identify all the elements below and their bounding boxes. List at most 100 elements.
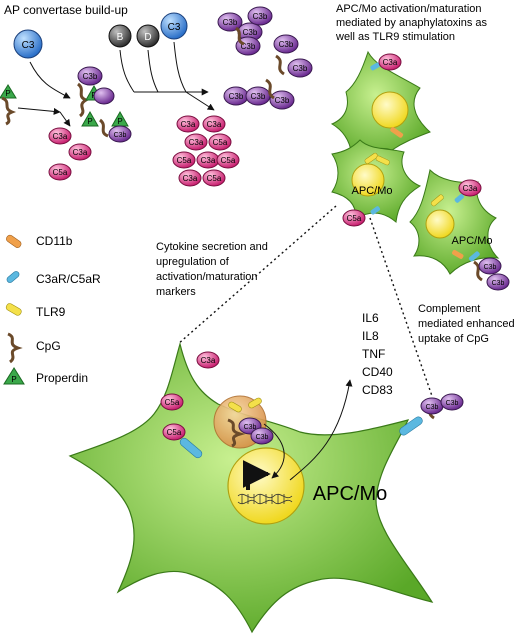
svg-text:C3a: C3a — [73, 148, 88, 157]
signal-arrow — [263, 423, 285, 479]
svg-text:C3: C3 — [168, 22, 181, 33]
legend: CD11b C3aR/C5aR TLR9 CpG P Properdin — [3, 234, 101, 385]
cpg-icon — [1, 96, 17, 126]
svg-text:C3: C3 — [22, 40, 35, 51]
c3-molecule: C3 — [160, 12, 188, 40]
svg-text:C3a: C3a — [463, 184, 478, 193]
svg-text:C3a: C3a — [189, 138, 204, 147]
svg-text:C5a: C5a — [207, 174, 222, 183]
apc-cell-right: APC/Mo C3a C3b C3b — [409, 168, 510, 291]
svg-text:C3b: C3b — [83, 72, 98, 81]
c5a-molecule: C5a — [160, 393, 184, 411]
svg-text:C5a: C5a — [213, 138, 228, 147]
svg-text:APC/Mo activation/maturation: APC/Mo activation/maturation — [336, 3, 482, 15]
svg-text:C3a: C3a — [53, 132, 68, 141]
anaphylatoxin-cluster: C3a C3a C3a C5a C5a C3a C5a C3a C5a — [172, 115, 240, 187]
svg-text:C3b: C3b — [114, 132, 127, 139]
complement-annotation: Complement mediated enhanced uptake of C… — [418, 303, 515, 345]
convertase-arrow — [17, 107, 61, 115]
svg-text:C3b: C3b — [223, 18, 238, 27]
nucleus — [227, 447, 305, 525]
c3b-cluster: C3b C3b C3b C3b C3b C3b C3b C3b C3b — [217, 6, 313, 110]
svg-text:C3b: C3b — [293, 64, 308, 73]
svg-text:C3b: C3b — [241, 42, 256, 51]
svg-text:C3b: C3b — [275, 96, 290, 105]
secretion-arrow — [289, 379, 353, 481]
svg-text:P: P — [87, 117, 92, 126]
convertase-arrow — [59, 111, 71, 127]
svg-text:C5a: C5a — [165, 398, 180, 407]
legend-item-cpg: CpG — [7, 332, 61, 364]
convertase-arrow — [147, 49, 159, 93]
activation-title: APC/Mo activation/maturation mediated by… — [335, 3, 488, 43]
svg-text:B: B — [117, 32, 124, 43]
convertase-arrow — [119, 49, 135, 93]
c3ar-c5ar-icon — [179, 437, 203, 459]
convertase-panel: C3 P C3b P P P C3b — [0, 29, 132, 181]
convertase-arrow — [185, 91, 215, 111]
c5a-molecule: C5a — [48, 163, 72, 181]
svg-text:CD11b: CD11b — [36, 234, 73, 248]
svg-text:Complement: Complement — [418, 303, 480, 315]
svg-text:P: P — [117, 117, 122, 126]
factor-b: B — [108, 24, 132, 48]
svg-text:C3b: C3b — [256, 434, 269, 441]
factor-d: D — [136, 24, 160, 48]
svg-text:IL8: IL8 — [362, 329, 379, 343]
c3a-molecule: C3a — [48, 127, 72, 145]
c3b-properdin-complex: C3b P P P C3b — [76, 66, 132, 143]
svg-text:C5a: C5a — [177, 156, 192, 165]
cpg-icon — [7, 332, 23, 364]
svg-text:C3a: C3a — [181, 120, 196, 129]
svg-text:C3b: C3b — [426, 404, 439, 411]
c3a-molecule: C3a — [68, 143, 92, 161]
svg-text:uptake of CpG: uptake of CpG — [418, 333, 489, 345]
svg-text:CD83: CD83 — [362, 383, 393, 397]
cytokine-annotation: Cytokine secretion and upregulation of a… — [156, 241, 268, 298]
convertase-title: AP convertase build-up — [4, 3, 128, 17]
svg-text:markers: markers — [156, 286, 196, 298]
svg-text:APC/Mo: APC/Mo — [352, 185, 393, 197]
svg-text:upregulation of: upregulation of — [156, 256, 230, 268]
svg-text:C3a: C3a — [383, 58, 398, 67]
convertase-arrow — [173, 41, 187, 93]
c3ar-c5ar-icon — [6, 271, 20, 283]
transcription-arrow — [242, 460, 271, 490]
svg-text:C3a: C3a — [201, 156, 216, 165]
legend-item-c3ar-c5ar: C3aR/C5aR — [6, 271, 101, 286]
svg-text:CpG: CpG — [36, 339, 61, 353]
marker-list: IL6 IL8 TNF CD40 CD83 — [362, 311, 393, 397]
svg-text:well as TLR9 stimulation: well as TLR9 stimulation — [335, 31, 455, 43]
svg-text:C3b: C3b — [484, 264, 497, 271]
svg-text:C3b: C3b — [229, 92, 244, 101]
svg-text:C3a: C3a — [183, 174, 198, 183]
svg-text:APC/Mo: APC/Mo — [313, 483, 387, 505]
svg-text:P: P — [11, 375, 16, 384]
apc-cell-main: C3b C3b APC/Mo — [68, 341, 434, 634]
svg-text:C3b: C3b — [253, 12, 268, 21]
convertase-center: B D C3 — [108, 12, 215, 111]
svg-text:C3a: C3a — [207, 120, 222, 129]
svg-text:Cytokine secretion and: Cytokine secretion and — [156, 241, 268, 253]
svg-text:TNF: TNF — [362, 347, 385, 361]
legend-item-properdin: P Properdin — [3, 367, 88, 385]
c3-molecule: C3 — [13, 29, 43, 59]
svg-text:C5a: C5a — [53, 168, 68, 177]
svg-text:C3b: C3b — [244, 424, 257, 431]
apc-cell-middle: APC/Mo C5a — [331, 139, 422, 227]
svg-text:C5a: C5a — [167, 428, 182, 437]
svg-text:C3b: C3b — [446, 400, 459, 407]
svg-text:C3aR/C5aR: C3aR/C5aR — [36, 272, 101, 286]
svg-text:P: P — [5, 89, 10, 98]
svg-text:C3b: C3b — [251, 92, 266, 101]
apc-cell-top: C3a — [330, 50, 431, 161]
cd11b-icon — [6, 234, 22, 248]
properdin-icon — [3, 367, 25, 385]
svg-text:C3b: C3b — [243, 28, 258, 37]
convertase-arrow — [29, 61, 71, 99]
svg-text:C3a: C3a — [201, 356, 216, 365]
svg-text:C5a: C5a — [347, 214, 362, 223]
svg-text:activation/maturation: activation/maturation — [156, 271, 258, 283]
svg-text:C3b: C3b — [279, 40, 294, 49]
properdin-icon: P — [0, 84, 17, 99]
